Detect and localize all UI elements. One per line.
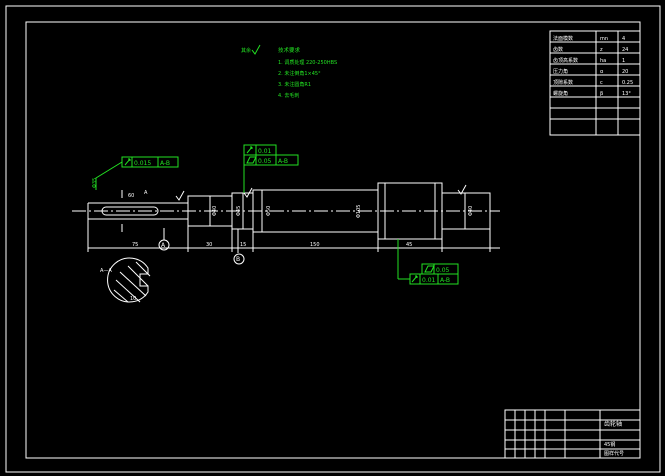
param-sym: α [600, 69, 604, 75]
keyway [101, 206, 159, 216]
param-val: 4 [622, 36, 625, 42]
param-sym: β [600, 91, 603, 97]
roughness-icon [175, 190, 185, 201]
datum-ref: A-B [278, 158, 288, 165]
key-length: 60 [128, 193, 134, 199]
param-sym: ha [600, 58, 606, 64]
diameter-labels: Φ35 Φ40 Φ45 Φ50 Φ105 Φ40 [92, 178, 474, 218]
section-view: A—A 10 [100, 257, 151, 303]
section-dim: 10 [130, 296, 136, 302]
param-label: 螺旋角 [553, 90, 568, 97]
param-val: 0.25 [622, 80, 633, 86]
dimension-row: 75 30 15 150 45 60 [87, 193, 500, 252]
dia-label: Φ40 [212, 206, 218, 216]
datum-b: B [233, 229, 245, 265]
cylindricity-icon [424, 265, 435, 273]
param-label: 法面模数 [553, 35, 573, 42]
runout-icon [246, 146, 253, 154]
roughness-icon [251, 44, 261, 55]
dim-length: 75 [132, 242, 138, 248]
param-label: 压力角 [553, 68, 568, 75]
tolerance-frame-middle: 0.01 0.05 A-B [243, 144, 299, 193]
cylindricity-icon [246, 156, 257, 164]
section-title: A—A [100, 268, 112, 274]
inner-frame [25, 21, 641, 459]
dia-label: Φ50 [266, 206, 272, 216]
param-val: 24 [622, 47, 628, 53]
dia-label: Φ45 [236, 206, 242, 216]
outer-frame [5, 5, 661, 473]
tolerance-value: 0.05 [258, 158, 272, 165]
datum-a-label: A [161, 242, 166, 249]
dim-length: 150 [310, 242, 320, 248]
section-cut-marks: A [121, 190, 148, 232]
datum-b-label: B [236, 256, 240, 263]
dim-length: 15 [240, 242, 246, 248]
dim-length: 45 [406, 242, 412, 248]
datum-ref: A-B [440, 277, 450, 284]
tolerance-value: 0.05 [436, 267, 450, 274]
param-label: 齿顶高系数 [553, 57, 578, 64]
roughness-icon [243, 187, 253, 198]
runout-icon [411, 275, 418, 283]
tolerance-frame-right: 0.05 0.01 A-B [397, 239, 459, 285]
title-drawing-no: 图样代号 [604, 450, 624, 457]
param-sym: mn [600, 36, 608, 42]
dia-label: Φ35 [92, 178, 98, 188]
param-label: 齿数 [553, 46, 563, 53]
title-name: 齿轮轴 [604, 420, 622, 428]
tolerance-value: 0.015 [134, 160, 151, 167]
roughness-icon [457, 184, 467, 195]
runout-icon [124, 158, 131, 166]
parameter-table: 法面模数 mn 4 齿数 z 24 齿顶高系数 ha 1 压力角 α 20 顶隙… [549, 30, 641, 136]
dia-label: Φ40 [468, 206, 474, 216]
notes-title: 技术要求 [278, 46, 301, 54]
note-item: 1. 调质处理 220-250HBS [278, 59, 337, 66]
title-block: 齿轮轴 45钢 图样代号 [504, 409, 641, 459]
param-sym: c [600, 80, 603, 86]
dim-length: 30 [206, 242, 212, 248]
param-val: 1 [622, 58, 625, 64]
note-item: 4. 去毛刺 [278, 92, 299, 99]
section-mark-label: A [144, 190, 148, 196]
param-val: 13° [622, 91, 631, 97]
param-label: 顶隙系数 [553, 79, 573, 86]
rough-label: 其余 [241, 47, 251, 54]
param-sym: z [600, 47, 603, 53]
section-outline [107, 257, 149, 303]
datum-a: A [158, 228, 170, 251]
tolerance-value: 0.01 [422, 277, 436, 284]
datum-ref: A-B [160, 160, 170, 167]
title-material: 45钢 [604, 441, 615, 448]
tolerance-frame-left: 0.015 A-B [95, 156, 179, 190]
dia-label: Φ105 [356, 205, 362, 218]
note-item: 3. 未注圆角R1 [278, 81, 311, 88]
tolerance-value: 0.01 [258, 148, 272, 155]
note-item: 2. 未注倒角1×45° [278, 70, 321, 77]
technical-notes: 其余 技术要求 1. 调质处理 220-250HBS 2. 未注倒角1×45° … [241, 44, 337, 99]
param-val: 20 [622, 69, 628, 75]
